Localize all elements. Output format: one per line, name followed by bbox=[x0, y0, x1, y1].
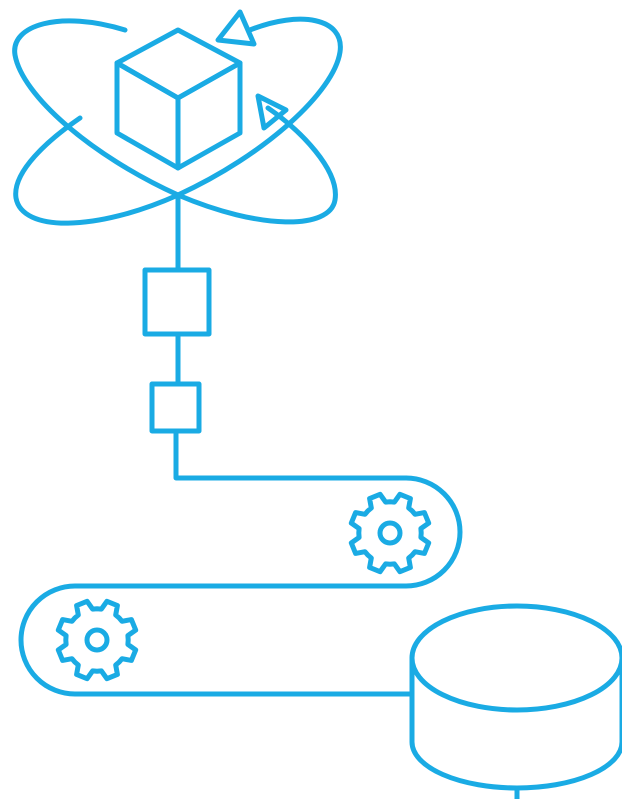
gear-hub bbox=[377, 520, 403, 546]
cube-icon bbox=[114, 27, 243, 171]
gear-teeth bbox=[348, 491, 432, 575]
rotate-arrow-icon bbox=[255, 93, 289, 131]
gear-hub bbox=[84, 627, 110, 653]
gear-icon bbox=[55, 598, 139, 682]
square-node-icon bbox=[149, 381, 202, 434]
rotate-arrow-icon bbox=[215, 9, 257, 47]
database-icon bbox=[409, 603, 622, 799]
database-top bbox=[409, 603, 622, 713]
square-node-icon bbox=[142, 267, 212, 337]
gear-teeth bbox=[55, 598, 139, 682]
database-body bbox=[409, 655, 622, 791]
cube-right bbox=[175, 60, 243, 171]
cube-left bbox=[114, 60, 181, 171]
connector-line bbox=[173, 428, 409, 481]
gear-icon bbox=[348, 491, 432, 575]
orbit-ring-left bbox=[12, 18, 338, 225]
conveyor-belt-icon bbox=[18, 475, 463, 697]
